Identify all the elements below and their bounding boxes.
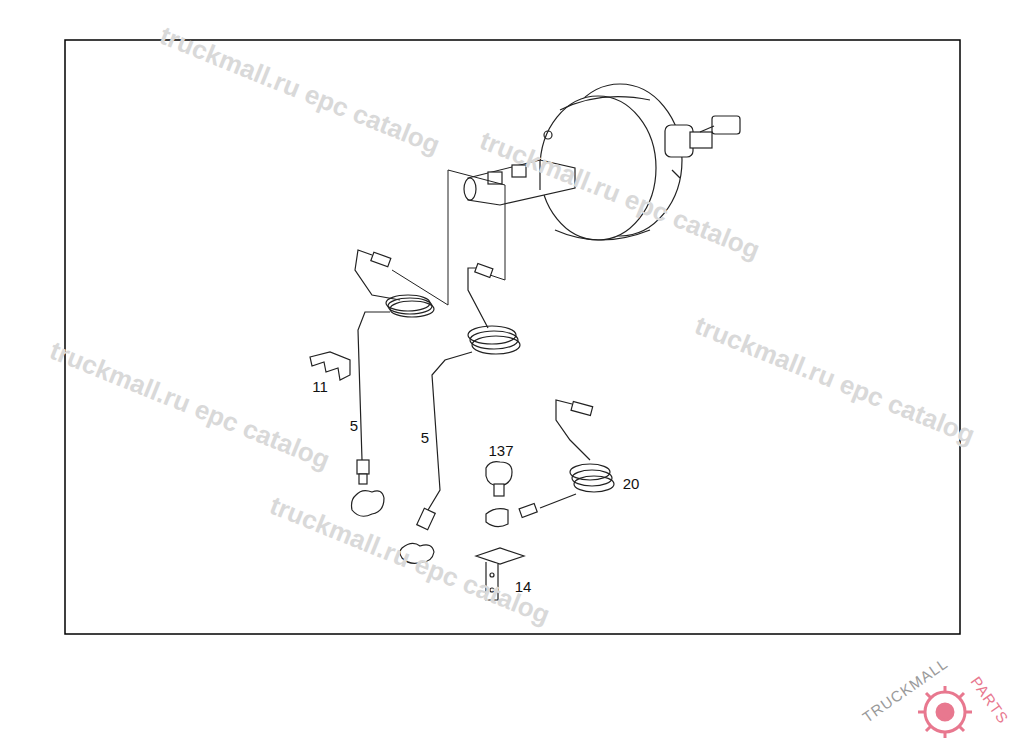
watermark: truckmall.ru epc catalog: [691, 312, 978, 448]
logo-gear: [918, 686, 972, 738]
watermark: truckmall.ru epc catalog: [46, 337, 333, 473]
logo-text: PARTS: [968, 674, 1011, 727]
callout-number: 20: [622, 476, 641, 491]
callout-number: 11: [311, 379, 329, 394]
callout-number: 5: [349, 418, 359, 433]
brake-pipe: [400, 264, 520, 564]
pipe-clip: [310, 352, 350, 380]
brake-pipe: [352, 250, 435, 516]
callout-number: 137: [487, 443, 514, 458]
frame: [65, 40, 960, 634]
brake-pipe: [519, 400, 614, 517]
watermark: truckmall.ru epc catalog: [156, 22, 443, 158]
callout-number: 5: [420, 430, 430, 445]
pressure-sensor: [486, 462, 512, 527]
